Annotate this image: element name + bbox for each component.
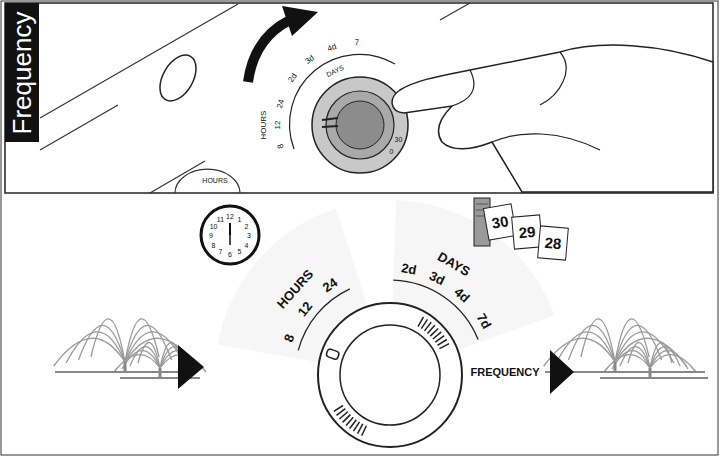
calendar: [474, 198, 568, 260]
scale-label: 24: [276, 98, 286, 109]
water-spray: [650, 347, 680, 368]
clock-hand: [229, 223, 231, 235]
clock-number: 7: [219, 248, 223, 255]
scale-label: 2d: [400, 261, 417, 276]
calendar-date: 28: [544, 235, 562, 251]
scale-label: 7d: [474, 311, 493, 331]
scale-label: 24: [320, 276, 339, 295]
clock-number: 3: [247, 232, 251, 239]
scale-label: FREQUENCY: [470, 367, 539, 378]
clock-number: 12: [226, 213, 234, 220]
title-tab: Frequency: [5, 3, 39, 142]
dial-face: [326, 91, 394, 159]
clock-number: 10: [210, 222, 218, 229]
scale-label: 0: [389, 148, 393, 155]
water-spray: [650, 351, 688, 369]
water-spray: [114, 355, 160, 372]
turn-arrow-head: [282, 6, 318, 36]
scale-label: 3d: [304, 54, 316, 66]
scale-label: 30: [395, 136, 403, 143]
water-spray: [604, 355, 650, 372]
sprinkler-riser: [159, 368, 162, 378]
scale-label: 3d: [428, 269, 447, 287]
scale-label: DAYS: [325, 64, 345, 78]
finger-line: [452, 52, 600, 150]
calendar-page: [512, 215, 543, 249]
scale-label: 12: [295, 299, 314, 318]
calendar-date: 29: [518, 224, 536, 240]
water-spray: [54, 338, 125, 366]
grip-stroke: [439, 344, 449, 349]
water-spray: [620, 347, 650, 368]
clock: [201, 206, 259, 264]
clock-number: 8: [212, 241, 216, 248]
clock-number: 2: [245, 222, 249, 229]
water-spray: [612, 351, 650, 369]
scale-label: 8: [281, 332, 296, 343]
clock-number: 4: [245, 241, 249, 248]
calendar-date: 30: [490, 213, 509, 231]
clock-number: 5: [238, 248, 242, 255]
ground-line: [600, 377, 708, 379]
water-spray: [66, 332, 125, 363]
dial-ring: [312, 77, 408, 173]
dial-centre: [336, 101, 384, 149]
dial-grip: [334, 317, 449, 436]
grip-stroke: [358, 424, 363, 434]
second-knob: [175, 169, 240, 193]
flow-triangle: [178, 345, 204, 389]
hand: [392, 45, 713, 192]
scale-label: HOURS: [260, 111, 268, 140]
grip-stroke: [362, 426, 367, 436]
panel-border: [5, 3, 713, 193]
scale-label: 4d: [326, 43, 337, 54]
sprinkler-riser: [649, 368, 652, 378]
clock-number: 9: [209, 232, 213, 239]
grip-stroke: [334, 405, 343, 411]
dial-pointer: [326, 348, 340, 360]
clock-number: 1: [238, 215, 242, 222]
scale-label: 12: [274, 121, 282, 130]
clock-rim: [201, 206, 259, 264]
panel-hole: [153, 49, 204, 107]
turn-arrow: [248, 20, 290, 82]
water-spray: [569, 325, 616, 362]
clock-number: 6: [228, 251, 232, 258]
scale-label: 4d: [452, 285, 472, 305]
water-spray: [130, 347, 160, 368]
big-dial-centre: [340, 325, 440, 425]
top-panel: [5, 3, 713, 193]
water-spray: [122, 351, 160, 369]
scale-label: 2d: [287, 72, 299, 84]
dial-pointer: [322, 118, 338, 127]
clock-number: 11: [217, 215, 224, 222]
grip-stroke: [437, 339, 446, 345]
water-spray: [650, 355, 696, 372]
scale-label: 8: [276, 143, 285, 149]
clock-hand: [229, 235, 231, 245]
sprinkler-riser: [614, 362, 617, 372]
scale-label: 7: [355, 39, 360, 47]
flow-triangle: [550, 350, 574, 394]
water-spray: [79, 325, 126, 362]
tab-title: Frequency: [9, 11, 35, 134]
water-spray: [556, 332, 615, 363]
grip-stroke: [418, 317, 424, 327]
calendar-page: [538, 226, 569, 260]
big-dial: [318, 303, 462, 447]
sprinkler-riser: [124, 362, 127, 372]
scale-label: HOURS: [202, 177, 227, 184]
